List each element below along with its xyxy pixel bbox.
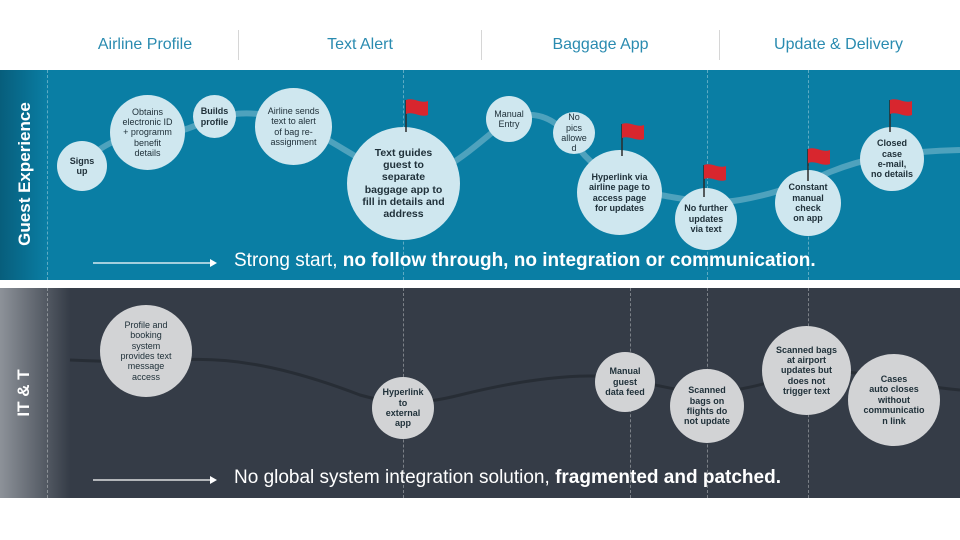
red-flag-icon bbox=[803, 148, 830, 183]
node-profile-booking-system: Profile and booking system provides text… bbox=[100, 305, 192, 397]
guest-summary: Strong start, no follow through, no inte… bbox=[234, 250, 816, 272]
node-no-further-updates: No further updates via text bbox=[675, 188, 737, 250]
red-flag-icon bbox=[401, 99, 428, 134]
right-arrow-icon bbox=[93, 259, 217, 267]
node-scanned-bags-flights: Scanned bags on flights do not update bbox=[670, 369, 744, 443]
guest-lane-header bbox=[0, 70, 48, 280]
node-obtains-electronic-id: Obtains electronic ID + programm benefit… bbox=[110, 95, 185, 170]
it-summary-plain: No global system integration solution, bbox=[234, 467, 556, 488]
node-text-guides-guest: Text guides guest to separate baggage ap… bbox=[347, 127, 460, 240]
it-lane-header bbox=[0, 288, 70, 498]
red-flag-icon bbox=[885, 99, 912, 134]
phase-divider bbox=[238, 30, 239, 60]
phase-update-delivery: Update & Delivery bbox=[774, 36, 903, 53]
node-manual-entry: Manual Entry bbox=[486, 96, 532, 142]
it-summary: No global system integration solution, f… bbox=[234, 467, 781, 489]
node-airline-sends-text: Airline sends text to alert of bag re- a… bbox=[255, 88, 332, 165]
phase-guide-line bbox=[47, 288, 48, 498]
it-summary-bold: fragmented and patched. bbox=[555, 467, 781, 488]
node-cases-auto-closes: Cases auto closes without communicatio n… bbox=[848, 354, 940, 446]
phase-guide-line bbox=[47, 70, 48, 280]
guest-summary-bold: no follow through, no integration or com… bbox=[342, 250, 816, 271]
node-scanned-bags-airport: Scanned bags at airport updates but does… bbox=[762, 326, 851, 415]
node-no-pics-allowed: No pics allowe d bbox=[553, 112, 595, 154]
red-flag-icon bbox=[617, 123, 644, 158]
guest-summary-plain: Strong start, bbox=[234, 250, 343, 271]
node-closed-case: Closed case e-mail, no details bbox=[860, 127, 924, 191]
phase-baggage-app: Baggage App bbox=[552, 36, 649, 53]
node-hyperlink-external-app: Hyperlink to external app bbox=[372, 377, 434, 439]
node-manual-guest-data-feed: Manual guest data feed bbox=[595, 352, 655, 412]
node-builds-profile: Builds profile bbox=[193, 95, 236, 138]
node-signs-up: Signs up bbox=[57, 141, 107, 191]
phase-divider bbox=[719, 30, 720, 60]
right-arrow-icon bbox=[93, 476, 217, 484]
red-flag-icon bbox=[699, 164, 726, 199]
phase-text-alert: Text Alert bbox=[327, 36, 393, 53]
phase-airline-profile: Airline Profile bbox=[97, 36, 193, 53]
node-hyperlink-via-airline: Hyperlink via airline page to access pag… bbox=[577, 150, 662, 235]
phase-divider bbox=[481, 30, 482, 60]
